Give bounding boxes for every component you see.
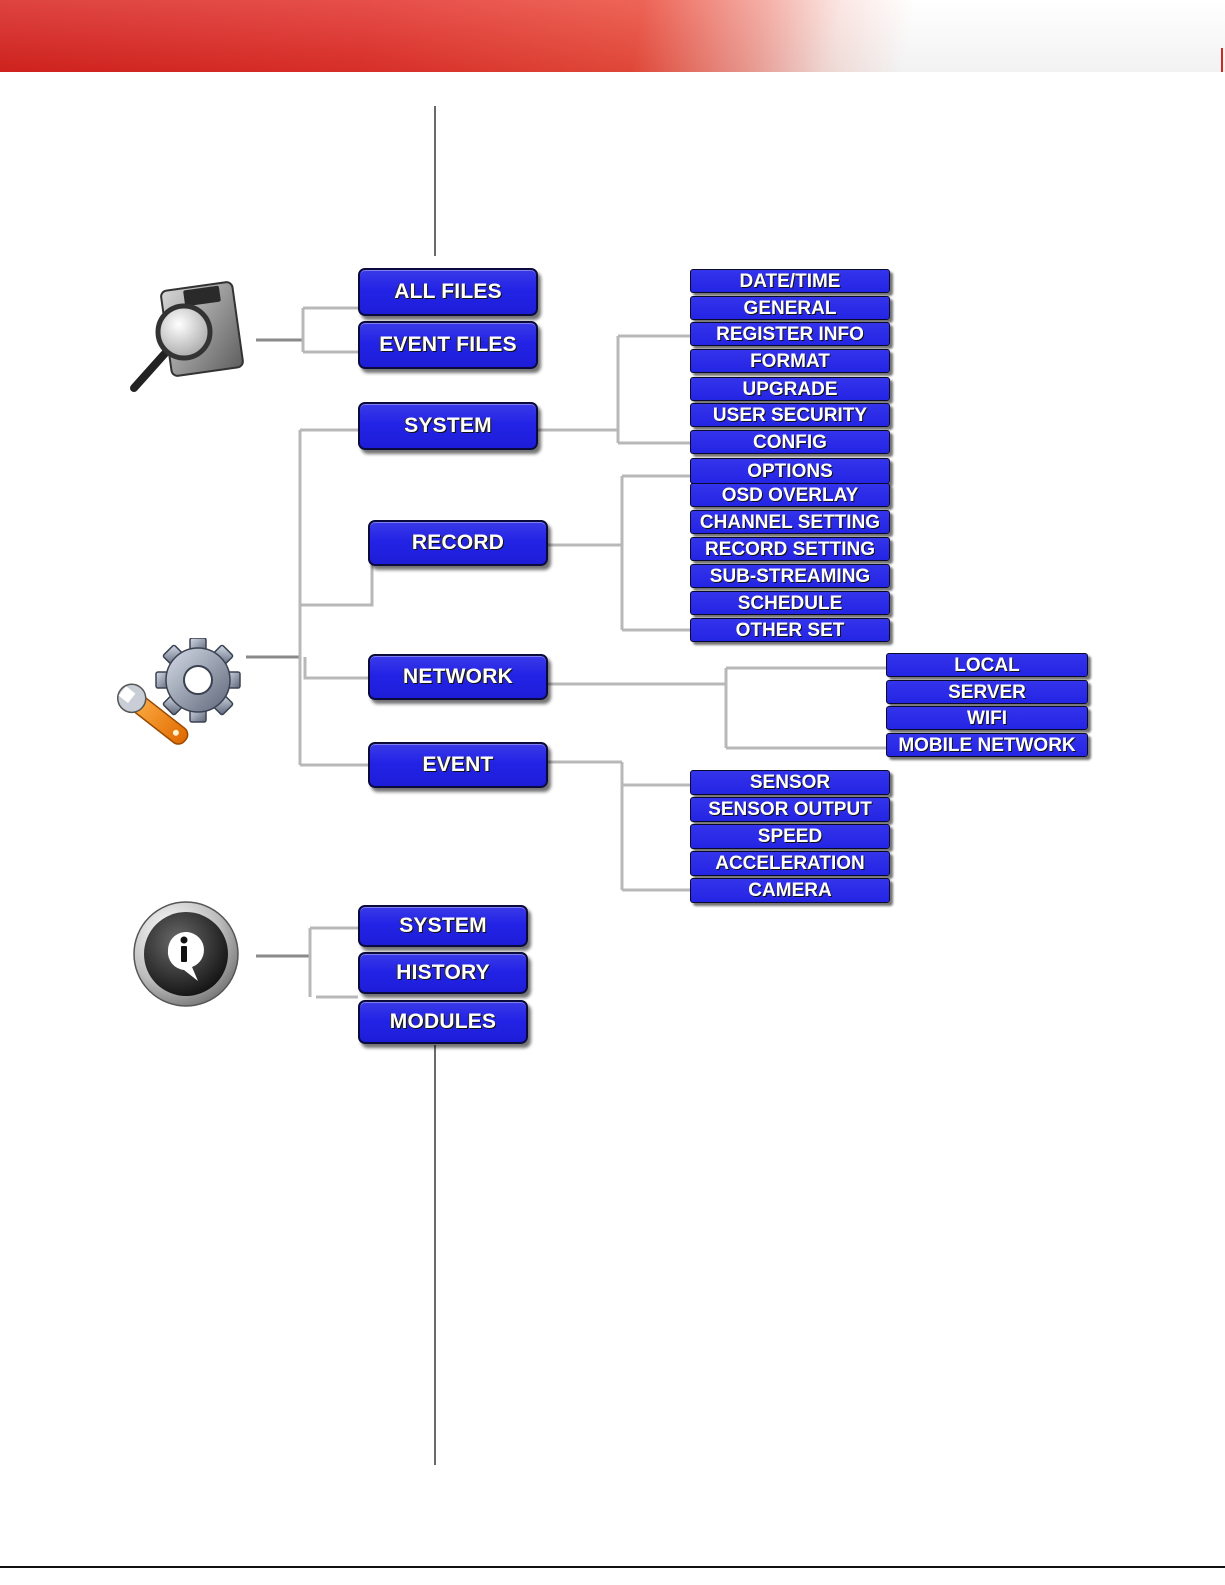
info-speech-bubble-icon bbox=[128, 900, 244, 1015]
info-history-button[interactable]: HISTORY bbox=[358, 952, 528, 994]
setup-event-button[interactable]: EVENT bbox=[368, 742, 548, 788]
submenu-acceleration[interactable]: ACCELERATION bbox=[690, 851, 890, 876]
setup-system-button[interactable]: SYSTEM bbox=[358, 402, 538, 450]
submenu-schedule[interactable]: SCHEDULE bbox=[690, 591, 890, 615]
event-files-button[interactable]: EVENT FILES bbox=[358, 321, 538, 369]
submenu-sensor-output[interactable]: SENSOR OUTPUT bbox=[690, 797, 890, 822]
submenu-mobile-network[interactable]: MOBILE NETWORK bbox=[886, 733, 1088, 757]
submenu-other-set[interactable]: OTHER SET bbox=[690, 618, 890, 642]
submenu-channel-setting[interactable]: CHANNEL SETTING bbox=[690, 510, 890, 534]
submenu-speed[interactable]: SPEED bbox=[690, 824, 890, 849]
submenu-sub-streaming[interactable]: SUB-STREAMING bbox=[690, 564, 890, 588]
submenu-server[interactable]: SERVER bbox=[886, 680, 1088, 704]
submenu-camera[interactable]: CAMERA bbox=[690, 878, 890, 903]
submenu-user-security[interactable]: USER SECURITY bbox=[690, 403, 890, 427]
submenu-local[interactable]: LOCAL bbox=[886, 653, 1088, 677]
submenu-wifi[interactable]: WIFI bbox=[886, 706, 1088, 730]
info-system-button[interactable]: SYSTEM bbox=[358, 905, 528, 947]
info-modules-button[interactable]: MODULES bbox=[358, 1000, 528, 1044]
submenu-register-info[interactable]: REGISTER INFO bbox=[690, 322, 890, 346]
page-bottom-rule bbox=[0, 1566, 1225, 1568]
submenu-config[interactable]: CONFIG bbox=[690, 430, 890, 454]
submenu-options[interactable]: OPTIONS bbox=[690, 458, 890, 484]
page-vertical-rule-top bbox=[434, 106, 436, 256]
magnifier-over-disk-icon bbox=[128, 280, 248, 400]
setup-network-button[interactable]: NETWORK bbox=[368, 654, 548, 700]
submenu-general[interactable]: GENERAL bbox=[690, 296, 890, 320]
submenu-format[interactable]: FORMAT bbox=[690, 349, 890, 373]
submenu-osd-overlay[interactable]: OSD OVERLAY bbox=[690, 483, 890, 507]
header-band bbox=[0, 0, 1225, 72]
setup-record-button[interactable]: RECORD bbox=[368, 520, 548, 566]
submenu-date-time[interactable]: DATE/TIME bbox=[690, 269, 890, 293]
gear-and-wrench-icon bbox=[116, 637, 244, 758]
submenu-upgrade[interactable]: UPGRADE bbox=[690, 377, 890, 401]
all-files-button[interactable]: ALL FILES bbox=[358, 268, 538, 316]
header-corner-mark bbox=[1221, 48, 1223, 72]
submenu-record-setting[interactable]: RECORD SETTING bbox=[690, 537, 890, 561]
submenu-sensor[interactable]: SENSOR bbox=[690, 770, 890, 795]
page-vertical-rule-bottom bbox=[434, 1045, 436, 1465]
